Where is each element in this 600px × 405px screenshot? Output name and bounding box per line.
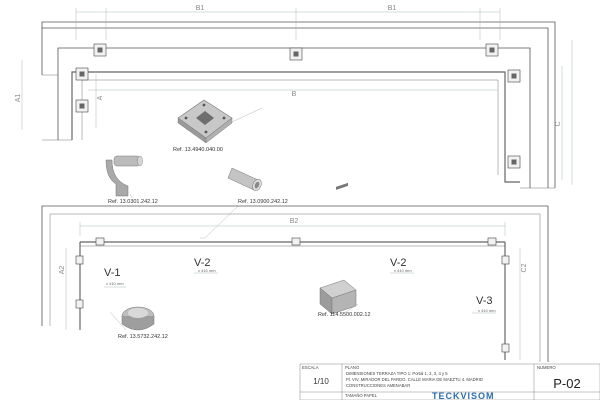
panel-label-v1: V-1 (104, 267, 121, 279)
elevation-view: B2 A2 C2 V-1 x 410 mm V-2 x 410 mm V-2 x… (41, 205, 549, 362)
tb-scale-value: 1/10 (313, 377, 329, 386)
elev-outer-frame (41, 205, 549, 362)
panel-note-v2a: x 410 mm (198, 268, 216, 273)
flange-part (177, 99, 233, 144)
tb-desc-2: Pl. VIV. MIRADOR DEL PARDO. CALLE MARIA … (346, 377, 483, 382)
panel-note-v1: x 410 mm (106, 281, 124, 286)
plan-railing-inner (81, 79, 499, 175)
plan-railing (71, 71, 520, 183)
panel-label-v3: V-3 (476, 295, 493, 307)
plan-post (485, 43, 499, 57)
plan-post (93, 43, 107, 57)
plan-post (507, 69, 521, 83)
dim-b1-right: B1 (388, 5, 397, 12)
panel-note-v3: x 410 mm (478, 308, 496, 313)
plan-outer-wall-back (41, 21, 556, 188)
tb-number-value: P-02 (553, 376, 580, 391)
dim-c2: C2 (521, 263, 528, 272)
panel-label-v2b: V-2 (390, 257, 407, 269)
tb-number-label: NUMERO (537, 365, 556, 370)
panel-label-v2a: V-2 (194, 257, 211, 269)
elev-clamp (75, 255, 84, 265)
plan-post (75, 99, 89, 113)
tb-desc-3: CONSTRUCCIONES AMENABAR (346, 383, 410, 388)
ref-tube: Ref. 13.0900.242.12 (238, 199, 288, 205)
brand-logo: TECKVISOM (432, 391, 495, 400)
elev-clamp (291, 237, 301, 246)
plan-view: B1 B1 B A1 A C (15, 5, 573, 189)
elev-clamp (95, 237, 105, 246)
dim-b1-left: B1 (196, 5, 205, 12)
ref-clamp: Ref. 114.5500.002.12 (318, 312, 371, 318)
ref-flange: Ref. 13.4940.040.00 (173, 147, 223, 153)
clamp-part (319, 182, 357, 315)
plan-post (75, 67, 89, 81)
dim-a: A (97, 95, 104, 100)
title-block: ESCALA 1/10 PLANO DIMENSIONES TERRAZA TI… (299, 363, 600, 401)
clamp-leader (345, 303, 359, 313)
tube-part (227, 167, 262, 191)
endcap-part (121, 306, 155, 331)
elev-clamp (501, 255, 510, 265)
elbow-leader (129, 193, 133, 199)
elbow-part (105, 155, 143, 197)
tb-desc-1: DIMENSIONES TERRAZA TIPO 1: Portal 1, 2,… (346, 371, 448, 376)
elev-clamp (501, 343, 510, 353)
tb-paper-label: TAMAÑO PAPEL (345, 393, 378, 398)
elev-clamp (487, 237, 497, 246)
dim-a1: A1 (15, 94, 22, 103)
ref-elbow: Ref. 13.0301.242.12 (108, 199, 158, 205)
plan-post (507, 155, 521, 169)
dim-c: C (555, 121, 562, 126)
dim-a2: A2 (59, 266, 66, 275)
dim-b: B (292, 91, 297, 98)
tb-plan-label: PLANO (345, 365, 360, 370)
flange-leader (231, 107, 263, 123)
plan-outer-wall (41, 27, 549, 188)
panel-note-v2b: x 410 mm (394, 268, 412, 273)
elev-inner-frame (49, 213, 541, 362)
tb-scale-label: ESCALA (302, 365, 319, 370)
endcap-leader (109, 311, 127, 331)
elev-clamp (75, 299, 84, 309)
dim-b2: B2 (290, 218, 299, 225)
ref-endcap: Ref. 13.5732.242.12 (118, 334, 168, 340)
tube-leader (200, 205, 239, 239)
plan-inner-wall (57, 47, 531, 188)
plan-post (289, 47, 303, 61)
